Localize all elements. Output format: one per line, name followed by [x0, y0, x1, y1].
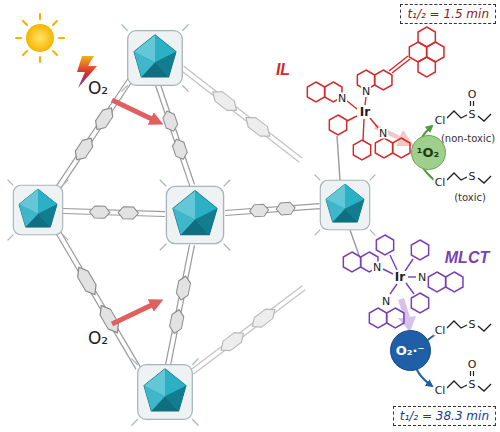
atom-label: Ir — [394, 271, 406, 283]
atom-label: Cl — [434, 177, 447, 188]
gas-label: O₂ — [88, 330, 108, 347]
singlet-oxygen-circle: ¹O₂ — [411, 135, 446, 170]
atom-label: Cl — [434, 385, 447, 396]
node-text: t₁/₂ = 38.3 min — [400, 409, 489, 423]
atom-label: O — [467, 89, 478, 100]
atom-label: N — [337, 93, 347, 104]
atom-label: S — [468, 171, 477, 182]
half-life-box: t₁/₂ = 38.3 min — [393, 406, 496, 426]
atom-label: N — [381, 296, 391, 307]
atom-label: N — [378, 128, 388, 139]
atom-label: N — [361, 86, 371, 97]
atom-label: S — [468, 379, 477, 390]
atom-label: S — [468, 109, 477, 120]
superoxide-circle: O₂·⁻ — [390, 330, 431, 371]
atom-label: S — [468, 319, 477, 330]
node-text: ¹O₂ — [417, 145, 439, 160]
atom-label: Ir — [359, 106, 371, 118]
node-text: O₂·⁻ — [396, 343, 425, 358]
half-life-box: t₁/₂ = 1.5 min — [400, 4, 496, 24]
atom-label: N — [372, 262, 382, 273]
toxicity-note: (non-toxic) — [440, 134, 496, 144]
atom-label: N — [417, 272, 427, 283]
atom-label: Cl — [434, 325, 447, 336]
atom-label: Cl — [434, 115, 447, 126]
toxicity-note: (toxic) — [453, 193, 487, 203]
node-text: t₁/₂ = 1.5 min — [407, 7, 489, 21]
mechanism-label: MLCT — [445, 250, 489, 266]
gas-label: O₂ — [88, 80, 108, 97]
mechanism-label: IL — [276, 62, 290, 78]
atom-label: O — [467, 359, 478, 370]
